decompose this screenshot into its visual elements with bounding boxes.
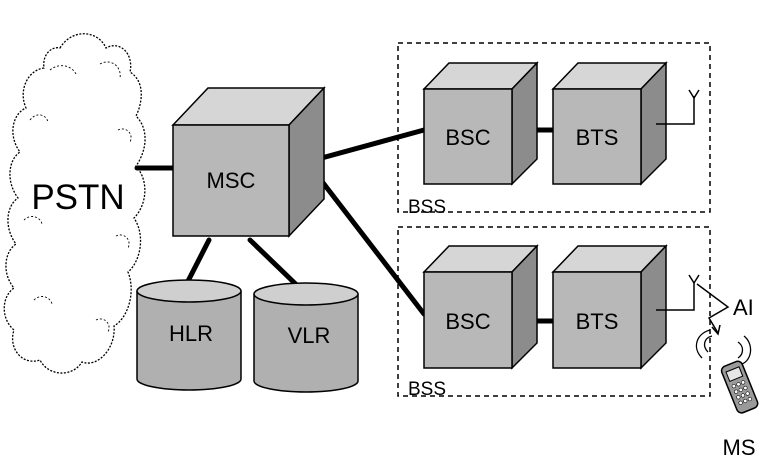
- antenna-bottom-icon: [656, 274, 700, 311]
- vlr-label: VLR: [288, 323, 331, 348]
- msc-label: MSC: [207, 168, 256, 193]
- pstn-cloud-shape: [3, 33, 146, 374]
- link-msc-bsc-top: [304, 127, 427, 165]
- hlr-body: [136, 291, 242, 391]
- bsc-top-front-face: [423, 88, 513, 185]
- phone-screen: [725, 366, 744, 383]
- bss-top-label: BSS: [408, 197, 446, 218]
- msc-front-face: [172, 124, 290, 237]
- bss-top: BSS BSC BTS: [397, 42, 711, 218]
- mobile-station-label: MS: [723, 435, 756, 460]
- bsc-top-label: BSC: [445, 125, 490, 150]
- vlr-database: VLR: [253, 282, 359, 393]
- vlr-body: [253, 294, 359, 393]
- msc-node: MSC: [171, 86, 326, 238]
- hlr-database: HLR: [136, 279, 242, 391]
- bts-top-front-face: [552, 88, 642, 185]
- bsc-bottom-label: BSC: [445, 309, 490, 334]
- link-msc-bsc-bottom: [304, 159, 427, 317]
- phone-ringing-waves: [695, 329, 752, 365]
- bss-top-boundary: [397, 42, 711, 213]
- bsc-top-node: BSC: [422, 61, 539, 186]
- bsc-bottom-node: BSC: [422, 244, 539, 370]
- bts-bottom-front-face: [552, 271, 642, 369]
- mobile-phone-icon: [695, 329, 759, 414]
- bts-top-label: BTS: [576, 125, 619, 150]
- bts-bottom-label: BTS: [576, 309, 619, 334]
- bss-bottom-boundary: [397, 226, 711, 397]
- pstn-label: PSTN: [31, 178, 124, 217]
- pstn-cloud: PSTN: [3, 33, 146, 374]
- pstn-cloud-inner-texture: [23, 61, 132, 333]
- air-interface-bolt-icon: [696, 283, 730, 336]
- hlr-label: HLR: [169, 321, 213, 346]
- air-interface-label: AI: [733, 295, 754, 320]
- bsc-bottom-front-face: [423, 271, 513, 369]
- bss-bottom: BSS BSC BTS: [397, 226, 711, 400]
- phone-keypad: [731, 380, 752, 405]
- link-msc-hlr: [182, 237, 212, 290]
- bts-bottom-node: BTS: [551, 244, 668, 370]
- antenna-top-icon: [656, 89, 700, 125]
- vlr-top: [253, 282, 359, 306]
- bts-top-node: BTS: [551, 61, 668, 186]
- hlr-top: [136, 279, 242, 303]
- bss-bottom-label: BSS: [408, 379, 446, 400]
